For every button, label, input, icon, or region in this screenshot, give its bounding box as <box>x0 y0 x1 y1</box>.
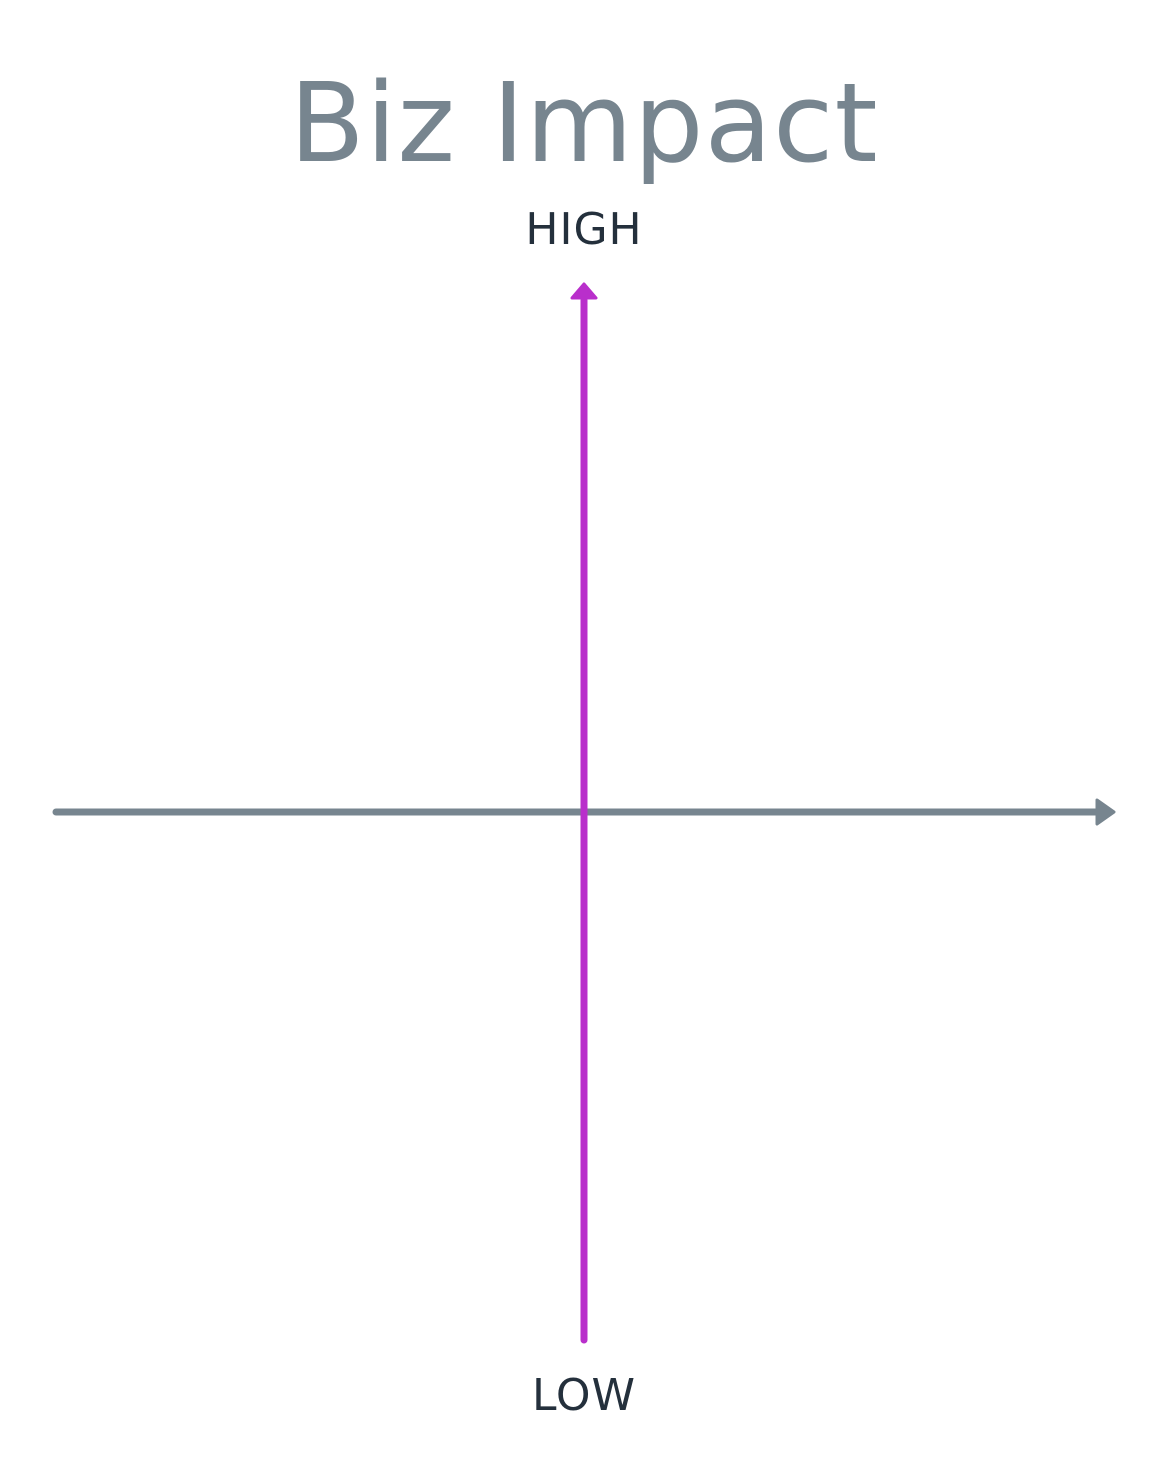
vertical-axis-arrowhead <box>570 282 598 300</box>
horizontal-axis-arrowhead <box>1095 798 1116 826</box>
diagram-title: Biz Impact <box>289 59 879 187</box>
axis-label-high: HIGH <box>525 204 643 255</box>
axis-label-low: LOW <box>531 1370 637 1421</box>
